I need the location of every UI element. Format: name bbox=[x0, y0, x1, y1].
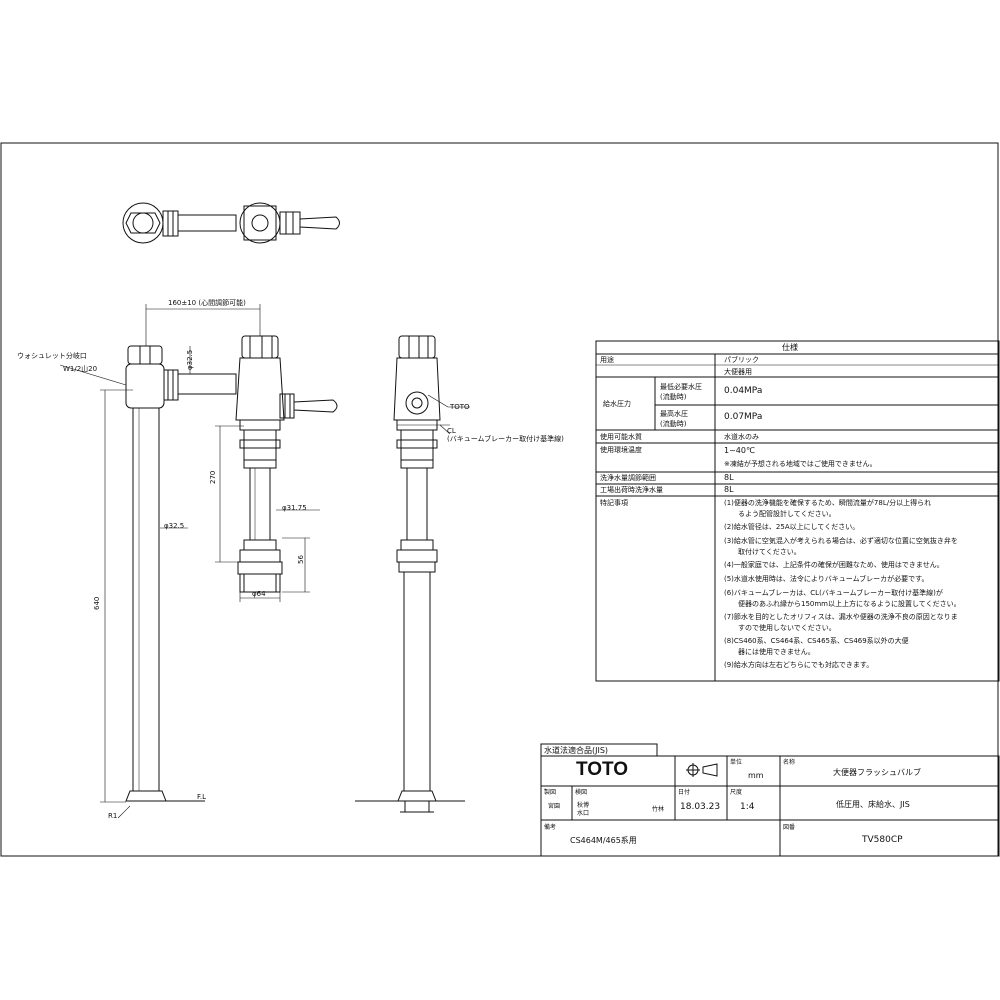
drawing-number: TV580CP bbox=[862, 835, 903, 845]
spec-temp-label: 使用環境温度 bbox=[600, 446, 642, 454]
dim-pipe-vertical: φ32.5 bbox=[164, 522, 185, 530]
sheet-border bbox=[0, 142, 999, 857]
scale-label: 尺度 bbox=[730, 789, 743, 796]
spec-notes-label: 特記事項 bbox=[600, 499, 628, 507]
washlet-thread-label: W1/2山20 bbox=[63, 365, 98, 373]
cl-label: CL bbox=[447, 427, 456, 435]
spec-flush-label: 洗浄水量調節範囲 bbox=[600, 474, 656, 482]
spec-factory-label: 工場出荷時洗浄水量 bbox=[600, 486, 663, 494]
brand-logo: TOTO bbox=[576, 759, 629, 780]
date-label: 日付 bbox=[678, 789, 691, 796]
spec-title: 仕様 bbox=[782, 343, 798, 352]
checker-name-1: 秋博 bbox=[577, 802, 590, 809]
dim-small-pipe: φ31.75 bbox=[282, 504, 307, 512]
spec-max-sub: (流動時) bbox=[660, 420, 687, 428]
projection-symbol bbox=[686, 763, 718, 777]
spec-note-line: (4)一般家庭では、上記条件の確保が困難なため、使用はできません。 bbox=[724, 561, 944, 569]
spec-note-line: 器には使用できません。 bbox=[724, 648, 815, 656]
spec-water-value: 水道水のみ bbox=[724, 433, 759, 441]
unit-label: 単位 bbox=[730, 759, 743, 766]
cl-note: (バキュームブレーカー取付け基準線) bbox=[447, 435, 564, 443]
title-block-grid bbox=[540, 743, 1000, 857]
dim-center-distance: 160±10 (心間調節可能) bbox=[168, 299, 246, 307]
side-dimensions bbox=[397, 394, 470, 435]
spec-max-label: 最高水圧 bbox=[660, 410, 688, 418]
name-label: 名称 bbox=[783, 759, 796, 766]
spec-max-value: 0.07MPa bbox=[724, 412, 763, 422]
toto-callout-label: TOTO bbox=[450, 403, 470, 411]
spec-note-line: (6)バキュームブレーカは、CL(バキュームブレーカー取付け基準線)が bbox=[724, 589, 943, 597]
spec-usage-label: 用途 bbox=[600, 356, 614, 364]
side-view bbox=[355, 335, 465, 813]
spec-temp-note: ※凍結が予想される地域ではご使用できません。 bbox=[724, 460, 877, 468]
front-dimensions bbox=[59, 304, 320, 819]
dim-height-56: 56 bbox=[297, 555, 305, 564]
spec-note-line: 便器のあふれ縁から150mm以上上方になるように設置してください。 bbox=[724, 600, 961, 608]
spec-note-line: るよう配管設計してください。 bbox=[724, 510, 836, 518]
drafter-name: 宮園 bbox=[548, 803, 561, 810]
check-label: 検図 bbox=[575, 789, 588, 796]
dim-height-270: 270 bbox=[209, 470, 217, 484]
spec-usage-2: 大便器用 bbox=[724, 368, 752, 376]
dim-length-640: 640 bbox=[93, 596, 101, 610]
spec-pressure-label: 給水圧力 bbox=[603, 400, 631, 408]
spec-note-line: 取付けてください。 bbox=[724, 548, 801, 556]
spec-water-label: 使用可能水質 bbox=[600, 433, 642, 441]
top-view bbox=[122, 202, 340, 244]
spec-min-sub: (流動時) bbox=[660, 393, 687, 401]
spec-factory-value: 8L bbox=[724, 485, 734, 494]
dim-base: φ64 bbox=[252, 590, 266, 598]
spec-note-line: (9)給水方向は左右どちらにでも対応できます。 bbox=[724, 661, 874, 669]
spec-flush-value: 8L bbox=[724, 473, 734, 482]
made-label: 製図 bbox=[544, 789, 557, 796]
spec-usage-1: パブリック bbox=[724, 356, 759, 364]
spec-min-value: 0.04MPa bbox=[724, 386, 763, 396]
spec-grid bbox=[595, 340, 1000, 682]
checker-name-3: 竹林 bbox=[652, 806, 665, 813]
scale-value: 1:4 bbox=[740, 802, 755, 812]
remark-label: 備考 bbox=[544, 824, 557, 831]
spec-note-line: (8)CS460系、CS464系、CS465系、CS469系以外の大便 bbox=[724, 637, 909, 645]
floor-line-label: F.L bbox=[197, 793, 207, 801]
spec-note-line: すので使用しないでください。 bbox=[724, 624, 836, 632]
spec-note-line: (5)水道水使用時は、法令によりバキュームブレーカが必要です。 bbox=[724, 575, 929, 583]
washlet-port-label: ウォシュレット分岐口 bbox=[17, 352, 87, 360]
spec-temp-value: 1~40℃ bbox=[724, 446, 755, 455]
name-value: 大便器フラッシュバルブ bbox=[833, 768, 921, 777]
description-value: 低圧用、床給水、JIS bbox=[836, 800, 910, 809]
jis-label: 水道法適合品(JIS) bbox=[544, 746, 609, 755]
front-view bbox=[125, 335, 338, 802]
spec-min-label: 最低必要水圧 bbox=[660, 383, 702, 391]
spec-note-line: (1)便器の洗浄機能を確保するため、瞬間流量が78L/分以上得られ bbox=[724, 499, 932, 507]
spec-note-line: (3)給水管に空気混入が考えられる場合は、必ず適切な位置に空気抜き弁を bbox=[724, 537, 958, 545]
date-value: 18.03.23 bbox=[680, 802, 721, 812]
spec-note-line: (2)給水管径は、25A以上にしてください。 bbox=[724, 523, 860, 531]
checker-name-2: 水口 bbox=[577, 810, 590, 817]
spec-note-line: (7)節水を目的としたオリフィスは、漏水や便器の洗浄不良の原因となりま bbox=[724, 613, 958, 621]
remark-value: CS464M/465系用 bbox=[570, 836, 637, 845]
drawing-label: 図番 bbox=[783, 824, 796, 831]
unit-value: mm bbox=[748, 771, 764, 780]
dim-pipe-top: φ32.5 bbox=[186, 349, 194, 370]
r1-label: R1 bbox=[108, 812, 118, 820]
